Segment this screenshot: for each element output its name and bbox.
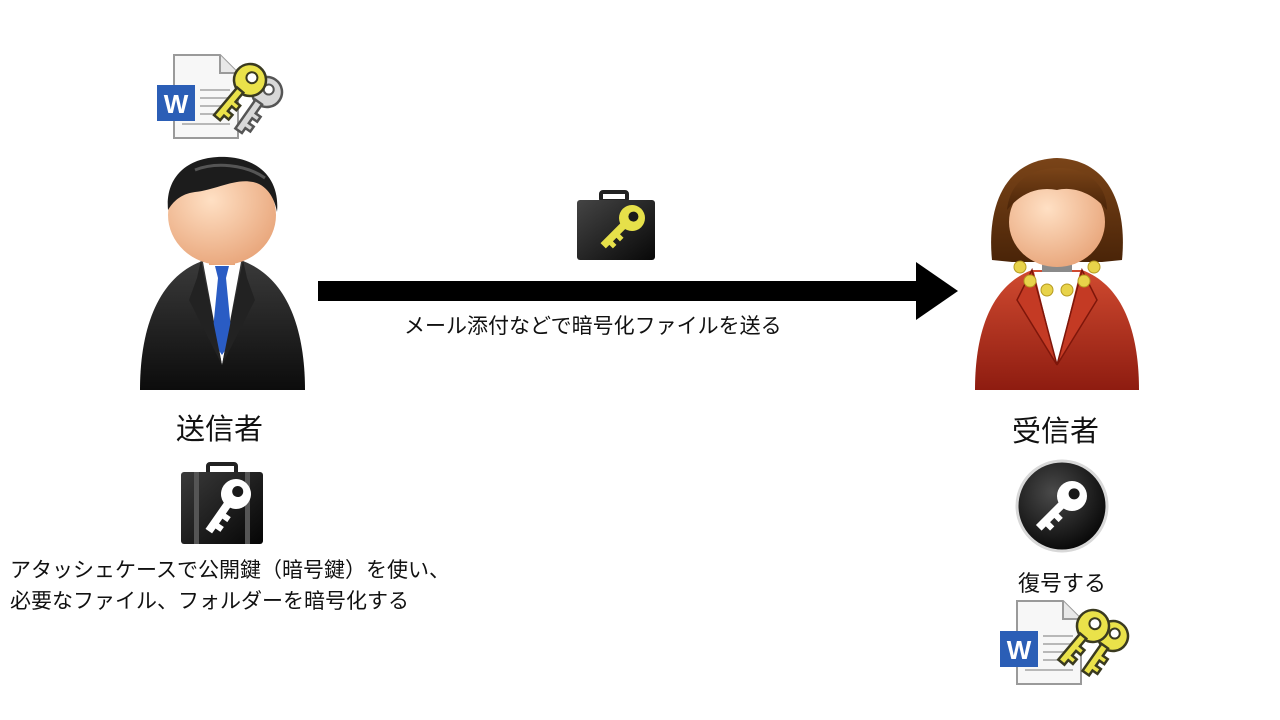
sender-name: 送信者 [176,412,264,446]
transfer-label: メール添付などで暗号化ファイルを送る [404,314,782,338]
sender-document-keys-icon: W [157,54,284,139]
key-circle-icon [1015,459,1109,553]
receiver-name: 受信者 [1012,414,1100,448]
receiver-document-keys-icon: W [1000,600,1130,685]
encrypt-step-line2: 必要なファイル、フォルダーを暗号化する [10,589,409,613]
decrypt-label: 復号する [1018,572,1107,597]
sender-doc-badge: W [164,89,189,119]
receiver-doc-badge: W [1007,635,1032,665]
businessman-icon [140,156,305,390]
encrypt-step-line1: アタッシェケースで公開鍵（暗号鍵）を使い、 [10,558,450,582]
encrypted-briefcase-icon [577,190,655,260]
briefcase-key-icon [181,462,263,544]
transfer-arrow [318,262,958,320]
businesswoman-icon [975,158,1139,390]
